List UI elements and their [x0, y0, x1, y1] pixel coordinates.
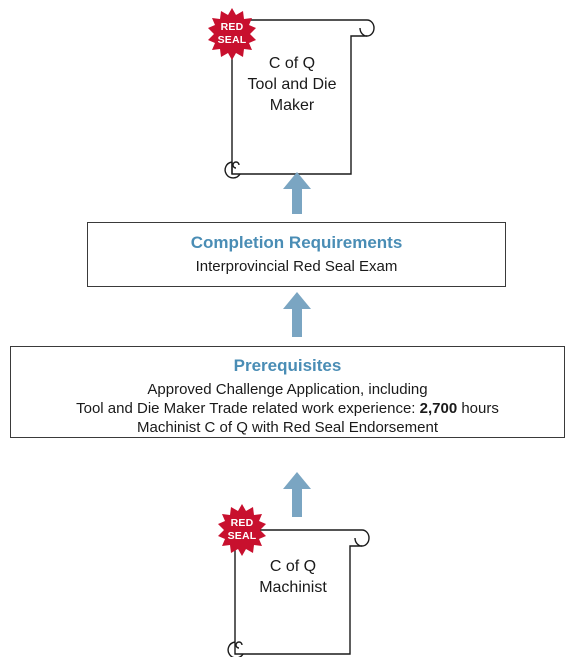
certificate-scroll-top — [224, 19, 375, 179]
hours-value: 2,700 — [419, 400, 458, 417]
completion-requirements-title: Completion Requirements — [190, 233, 403, 252]
up-arrow-icon — [283, 472, 311, 517]
red-seal-label-top: RED SEAL — [212, 21, 252, 47]
prerequisite-item: Tool and Die Maker Trade related work ex… — [11, 399, 564, 418]
prerequisite-text: hours — [457, 400, 499, 417]
red-seal-badge-top — [208, 8, 256, 60]
prerequisites-box: Prerequisites Approved Challenge Applica… — [10, 346, 565, 438]
up-arrow-icon — [283, 292, 311, 337]
prerequisites-title: Prerequisites — [233, 356, 342, 375]
red-seal-line1: RED — [220, 21, 244, 33]
certificate-line: C of Q — [268, 55, 316, 72]
certificate-line: C of Q — [269, 558, 317, 575]
completion-requirement-item: Interprovincial Red Seal Exam — [195, 258, 398, 275]
completion-requirements-box: Completion Requirements Interprovincial … — [87, 222, 506, 287]
prerequisite-text: Tool and Die Maker Trade related work ex… — [76, 400, 420, 417]
certificate-line: Maker — [269, 97, 315, 114]
red-seal-line2: SEAL — [217, 34, 247, 46]
certificate-line: Tool and Die — [247, 76, 337, 93]
up-arrow-icon — [283, 172, 311, 214]
prerequisite-item: Approved Challenge Application, includin… — [147, 381, 428, 398]
certificate-line: Machinist — [259, 579, 327, 596]
prerequisite-item: Machinist C of Q with Red Seal Endorseme… — [137, 419, 438, 436]
red-seal-line2: SEAL — [227, 530, 257, 542]
tool-die-certificate-text: C of Q Tool and Die Maker — [236, 53, 348, 116]
red-seal-label-bottom: RED SEAL — [222, 517, 262, 543]
machinist-certificate-text: C of Q Machinist — [240, 556, 346, 598]
red-seal-line1: RED — [230, 517, 254, 529]
